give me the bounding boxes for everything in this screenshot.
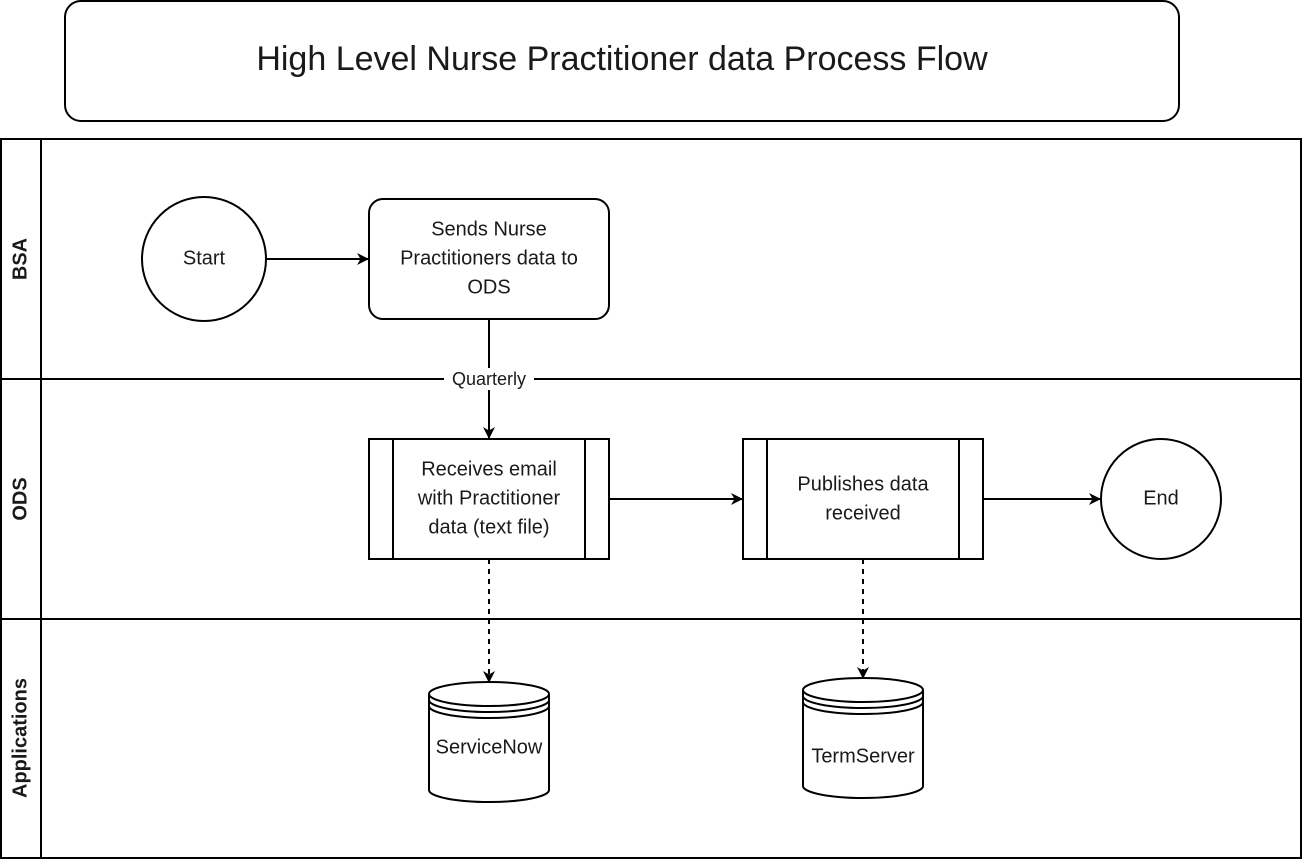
publishes-data-node: Publishes data received	[742, 438, 984, 560]
lane-label-ods: ODS	[9, 477, 31, 520]
lane-label-bsa: BSA	[9, 238, 31, 280]
receives-email-node: Receives email with Practitioner data (t…	[368, 438, 610, 560]
diagram-title: High Level Nurse Practitioner data Proce…	[256, 40, 988, 78]
end-label: End	[1143, 487, 1179, 509]
title-box: High Level Nurse Practitioner data Proce…	[64, 0, 1180, 122]
sends-label-line-2: Practitioners data to	[400, 247, 578, 269]
receives-label-line-2: with Practitioner	[417, 487, 561, 509]
termserver-label: TermServer	[811, 745, 915, 767]
receives-label-line-3: data (text file)	[428, 516, 549, 538]
publishes-label-line-2: received	[825, 502, 901, 524]
sends-label-line-3: ODS	[467, 276, 510, 298]
sends-label-line-1: Sends Nurse	[431, 218, 547, 240]
end-node: End	[1100, 438, 1222, 560]
servicenow-label: ServiceNow	[436, 736, 543, 758]
edge-label-background	[444, 368, 534, 390]
publishes-label-line-1: Publishes data	[797, 473, 929, 495]
sends-data-node: Sends Nurse Practitioners data to ODS	[368, 198, 610, 320]
edge-label-quarterly: Quarterly	[452, 369, 526, 389]
servicenow-database: ServiceNow	[428, 681, 550, 803]
receives-label-line-1: Receives email	[421, 458, 557, 480]
termserver-database: TermServer	[802, 677, 924, 799]
start-label: Start	[183, 247, 226, 269]
start-node: Start	[141, 196, 267, 322]
lane-label-applications: Applications	[9, 678, 31, 798]
